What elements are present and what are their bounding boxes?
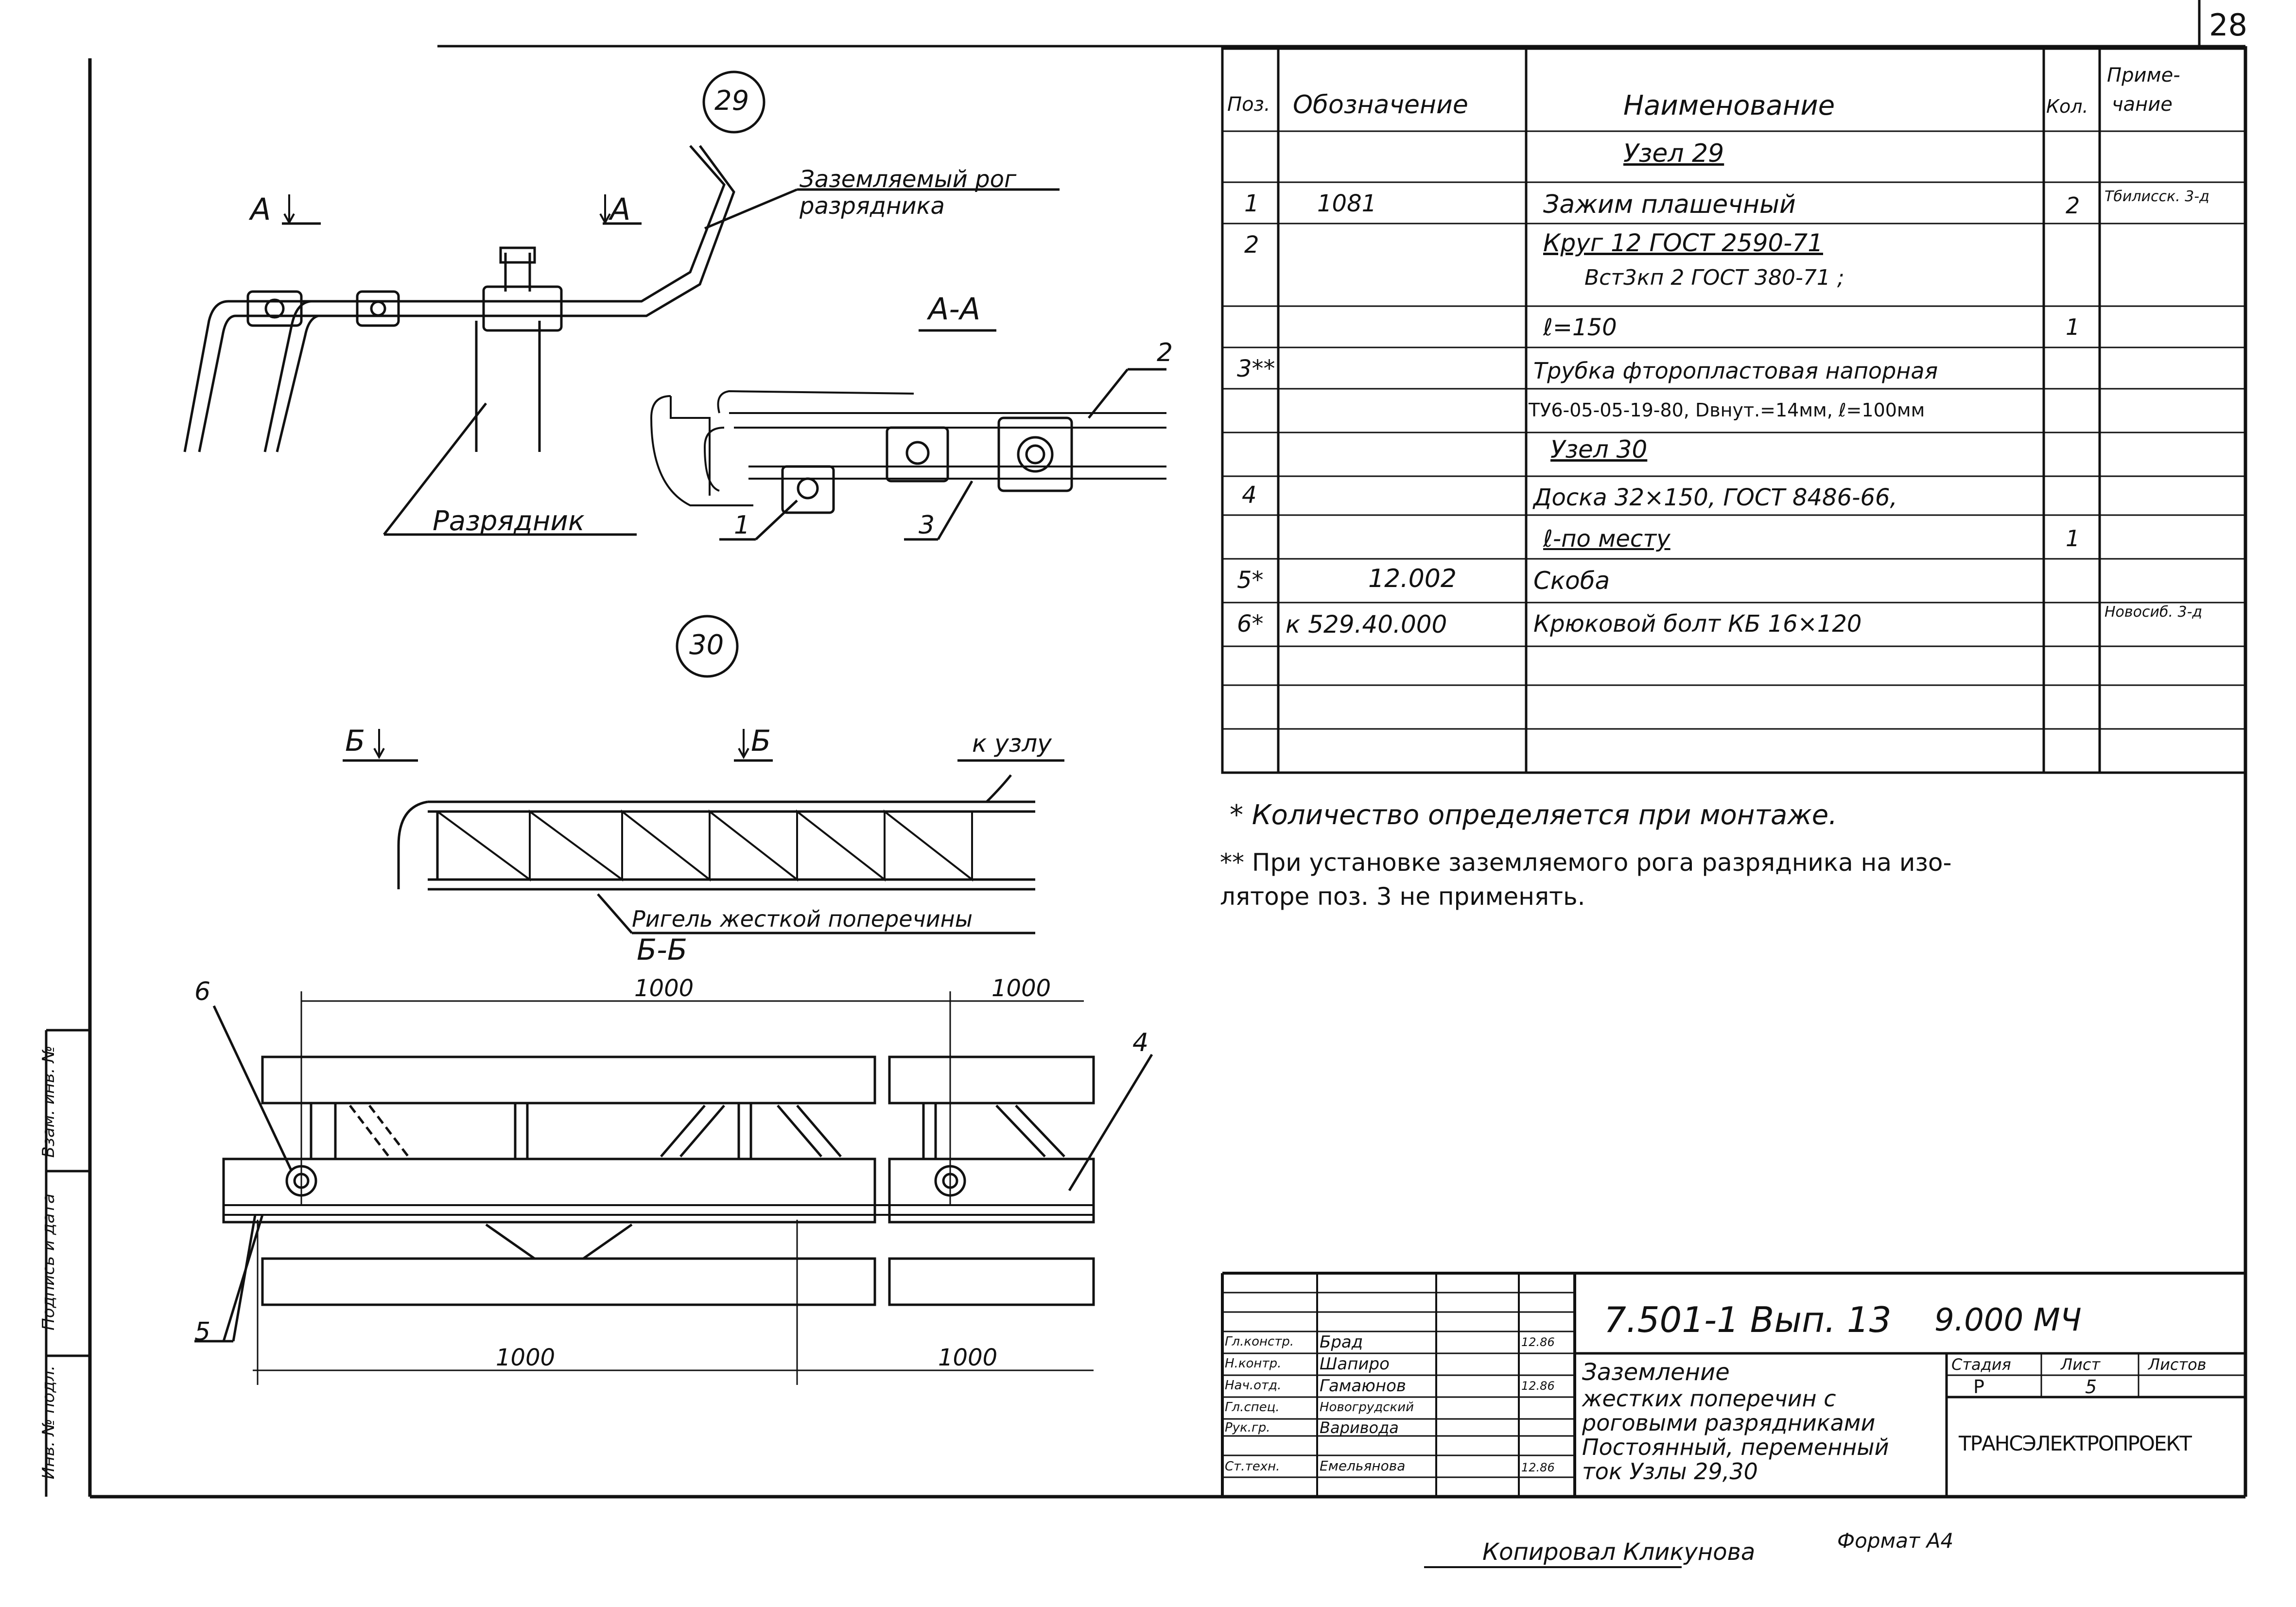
spec-table-grid	[1221, 47, 2247, 774]
signer-name-1: Брад	[1320, 1332, 1363, 1352]
signer-role-4: Гл.спец.	[1225, 1400, 1280, 1415]
arrester-callout: Разрядник	[433, 505, 585, 537]
row1-name: Зажим плашечный	[1543, 190, 1796, 219]
row9-code: 12.002	[1368, 564, 1457, 593]
row1-pos: 1	[1244, 190, 1259, 217]
row1-qty: 2	[2066, 192, 2080, 219]
signer-role-2: Н.контр.	[1225, 1356, 1282, 1371]
stamp-sign-date: Подпись и дата	[39, 1193, 58, 1331]
section-mark-a-left: А	[250, 191, 271, 227]
signer-name-5: Варивода	[1320, 1418, 1399, 1437]
header-pos: Поз.	[1227, 93, 1270, 116]
row-node29-title: Узел 29	[1623, 139, 1724, 168]
header-note-2: чание	[2112, 93, 2173, 116]
signer-date-1: 12.86	[1521, 1335, 1555, 1349]
row3-qty: 1	[2066, 314, 2080, 340]
signer-role-6: Ст.техн.	[1225, 1459, 1280, 1474]
row7-pos: 4	[1242, 482, 1257, 509]
note-2b: ляторе поз. 3 не применять.	[1220, 882, 1585, 911]
node30-label: 30	[689, 629, 724, 661]
title-line-2: жестких поперечин с	[1582, 1385, 1836, 1412]
node30-drawing	[194, 615, 1153, 1385]
header-name: Наименование	[1623, 90, 1835, 121]
title-line-4: Постоянный, переменный	[1582, 1434, 1889, 1460]
row10-name: Крюковой болт КБ 16×120	[1533, 610, 1862, 638]
node29-pos-3: 3	[919, 511, 935, 540]
row7-name: Доска 32×150, ГОСТ 8486-66,	[1533, 484, 1897, 511]
row2-name2: Вст3кп 2 ГОСТ 380-71 ;	[1584, 265, 1844, 290]
to-node-callout: к узлу	[972, 729, 1052, 758]
note-2a: ** При установке заземляемого рога разря…	[1220, 848, 1952, 877]
node30-pos-4: 4	[1132, 1028, 1149, 1057]
crossbar-callout: Ригель жесткой поперечины	[632, 906, 973, 932]
signer-name-6: Емельянова	[1320, 1458, 1406, 1474]
node30-pos-5: 5	[194, 1317, 211, 1347]
node29-pos-1: 1	[734, 511, 750, 540]
row8-qty: 1	[2066, 525, 2080, 552]
section-aa-title: А-А	[928, 291, 981, 327]
stage-label: Стадия	[1951, 1355, 2011, 1374]
stamp-inv-orig: Инв. № подл.	[39, 1365, 58, 1480]
section-bb-title: Б-Б	[637, 933, 687, 967]
row1-code: 1081	[1317, 190, 1377, 217]
row9-name: Скоба	[1533, 567, 1610, 595]
section-mark-b-right: Б	[751, 724, 771, 758]
footer-copied: Копировал Кликунова	[1482, 1538, 1756, 1566]
sheet-value: 5	[2085, 1376, 2097, 1398]
header-note-1: Приме-	[2107, 64, 2180, 86]
row2-name: Круг 12 ГОСТ 2590-71	[1543, 229, 1823, 257]
row5-name: ТУ6-05-05-19-80, Dвнут.=14мм, ℓ=100мм	[1529, 399, 1925, 421]
signer-date-6: 12.86	[1521, 1461, 1555, 1474]
row2-pos: 2	[1244, 231, 1259, 259]
signer-name-2: Шапиро	[1320, 1354, 1390, 1374]
horn-callout-line1: Заземляемый рог	[800, 166, 1017, 193]
signer-date-3: 12.86	[1521, 1379, 1555, 1393]
doc-code: 7.501-1 Вып. 13	[1604, 1299, 1892, 1340]
section-mark-b-left: Б	[345, 724, 365, 758]
node29-label: 29	[714, 85, 749, 117]
row4-name: Трубка фторопластовая напорная	[1533, 358, 1938, 384]
stamp-replace-inv: Взам. инв. №	[39, 1045, 58, 1158]
row10-note: Новосиб. 3-д	[2105, 604, 2203, 621]
dim-top-1: 1000	[634, 975, 694, 1002]
title-line-1: Заземление	[1582, 1359, 1730, 1386]
footer-format: Формат А4	[1837, 1529, 1954, 1553]
header-code: Обозначение	[1293, 90, 1468, 120]
row9-pos: 5*	[1237, 567, 1264, 594]
signer-role-1: Гл.констр.	[1225, 1334, 1294, 1349]
horn-callout-line2: разрядника	[800, 192, 945, 220]
note-1: * Количество определяется при монтаже.	[1230, 799, 1838, 831]
node30-pos-6: 6	[194, 977, 211, 1006]
row10-pos: 6*	[1237, 610, 1264, 638]
doc-mark: 9.000 МЧ	[1934, 1302, 2082, 1338]
row4-pos: 3**	[1237, 355, 1275, 382]
row10-code: к 529.40.000	[1286, 610, 1447, 639]
node29-drawing	[183, 70, 1166, 541]
stage-value: Р	[1973, 1376, 1984, 1398]
title-line-3: роговыми разрядниками	[1582, 1410, 1876, 1436]
title-line-5: ток Узлы 29,30	[1582, 1458, 1758, 1485]
row-node30-title: Узел 30	[1550, 435, 1648, 464]
title-block-grid	[1221, 1272, 2245, 1497]
sheet-label: Лист	[2061, 1355, 2101, 1374]
row1-note: Тбилисск. 3-д	[2105, 188, 2209, 205]
sheets-label: Листов	[2148, 1355, 2207, 1374]
signer-role-5: Рук.гр.	[1225, 1420, 1270, 1435]
signer-role-3: Нач.отд.	[1225, 1378, 1282, 1393]
dim-top-2: 1000	[991, 975, 1051, 1002]
section-mark-a-right: А	[610, 191, 631, 227]
header-qty: Кол.	[2046, 96, 2088, 117]
signer-name-4: Новогрудский	[1320, 1400, 1414, 1415]
spec-table-rows	[1222, 130, 2245, 730]
node29-pos-2: 2	[1157, 338, 1173, 367]
row3-name: ℓ=150	[1543, 314, 1617, 341]
sheet-number: 28	[2209, 7, 2247, 43]
dim-bottom-1: 1000	[496, 1344, 556, 1371]
dim-bottom-2: 1000	[938, 1344, 998, 1371]
signer-name-3: Гамаюнов	[1320, 1376, 1406, 1396]
org-name: ТРАНСЭЛЕКТРОПРОЕКТ	[1959, 1432, 2192, 1455]
row8-name: ℓ-по месту	[1543, 525, 1670, 553]
